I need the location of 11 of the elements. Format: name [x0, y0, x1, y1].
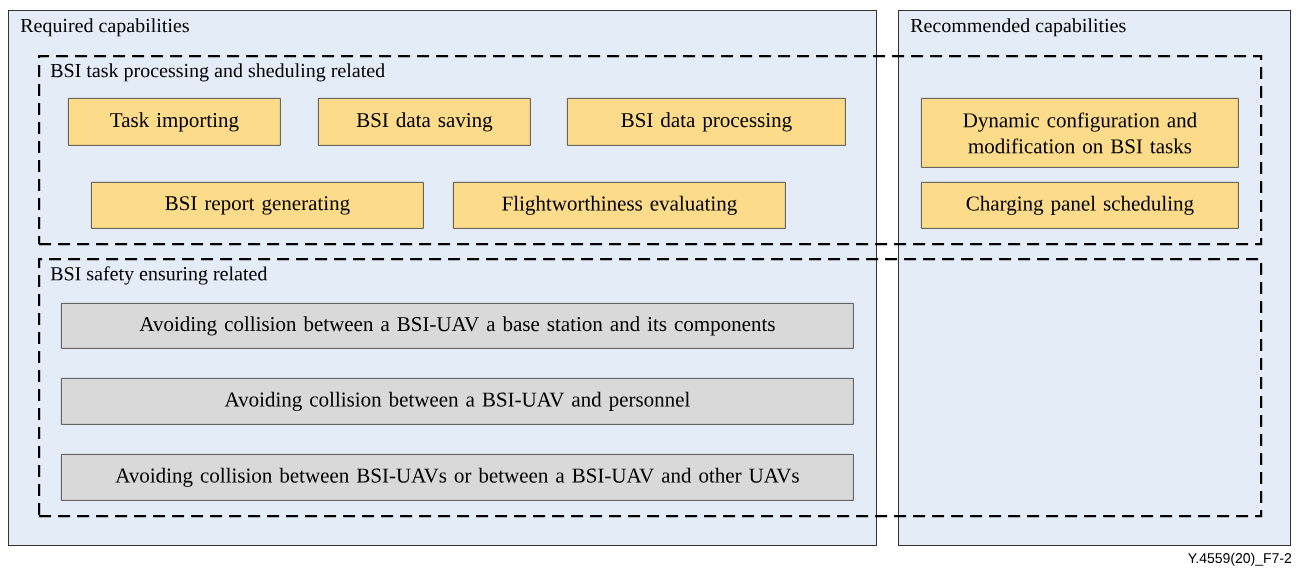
capability-box: Task importing — [68, 98, 281, 146]
safety-box: Avoiding collision between BSI-UAVs or between a BSI-UAV and other UAVs — [61, 454, 854, 501]
capability-box: Dynamic configuration and modification on BSI tasks — [921, 98, 1239, 168]
capability-box: BSI data saving — [318, 98, 531, 146]
capability-box: BSI data processing — [567, 98, 846, 146]
capability-box: Flightworthiness evaluating — [453, 182, 786, 229]
safety-box: Avoiding collision between a BSI-UAV and personnel — [61, 378, 854, 425]
safety-box: Avoiding collision between a BSI-UAV a base station and its components — [61, 303, 854, 349]
capability-box: BSI report generating — [91, 182, 424, 229]
capability-box: Charging panel scheduling — [921, 182, 1239, 229]
figure-code: Y.4559(20)_F7-2 — [1188, 552, 1292, 566]
